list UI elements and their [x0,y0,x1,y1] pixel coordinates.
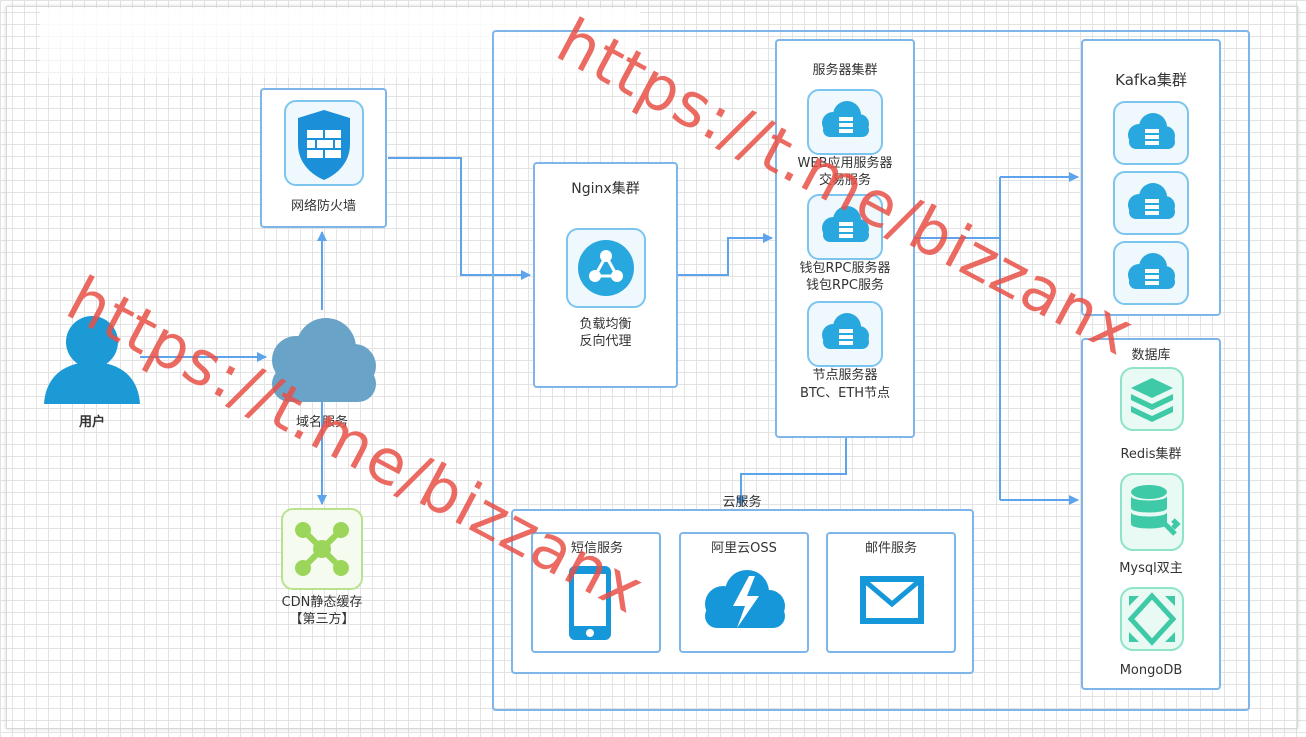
mysql-database-icon [1117,470,1187,554]
cdn-tile[interactable] [281,508,363,590]
cloud-server-icon [822,101,869,137]
cloud-server-icon [822,313,869,349]
load-balancer-icon [578,240,634,296]
oss-label: 阿里云OSS [711,541,777,556]
firewall-tile [284,100,364,186]
wallet-server-line2: 钱包RPC服务 [806,278,884,293]
web-server-line2: 交易服务 [818,173,871,188]
cdn-label-line1: CDN静态缓存 [281,595,363,610]
cloud-server-icon [1128,253,1175,289]
kafka-node-3 [1113,241,1189,305]
mongodb-label: MongoDB [1119,663,1183,678]
firewall-label: 网络防火墙 [290,199,356,214]
cloud-services-title: 云服务 [722,495,762,510]
sms-label: 短信服务 [570,541,623,556]
cdn-label-line2: 【第三方】 [289,612,355,627]
mobile-phone-icon [567,564,613,642]
database-title: 数据库 [1131,348,1171,363]
nginx-tile [566,228,646,308]
server-cluster[interactable]: 服务器集群 WEB应用服务器 交易服务 钱包RPC服务器 钱包RPC服务 节点服… [775,39,915,438]
wallet-server-tile [807,194,883,260]
web-server-tile [807,89,883,155]
node-server-line1: 节点服务器 [812,368,878,383]
arrow-servers-to-cloud [736,438,847,507]
node-server-line2: BTC、ETH节点 [799,386,891,401]
arrow-nginx-to-servers [678,233,773,276]
aliyun-oss-service[interactable]: 阿里云OSS [679,532,809,653]
mysql-label: Mysql双主 [1119,561,1183,576]
cloud-services-group[interactable]: 短信服务 阿里云OSS 邮件服务 [511,509,974,674]
firewall-node[interactable]: 网络防火墙 [260,88,387,228]
user-icon [42,310,142,404]
database-group[interactable]: 数据库 Redis集群 Mysql双主 [1081,338,1221,690]
envelope-icon [858,574,926,626]
mongodb-icon [1117,584,1187,654]
user-label: 用户 [78,415,105,430]
dns-cloud-icon[interactable] [262,310,382,406]
server-cluster-title: 服务器集群 [812,63,878,78]
email-label: 邮件服务 [864,541,917,556]
web-server-line1: WEB应用服务器 [797,156,893,171]
redis-label: Redis集群 [1120,447,1182,462]
kafka-cluster[interactable]: Kafka集群 [1081,39,1221,316]
email-service[interactable]: 邮件服务 [826,532,956,653]
nginx-title: Nginx集群 [571,181,640,197]
system-boundary [492,30,1250,711]
kafka-node-2 [1113,171,1189,235]
sms-service[interactable]: 短信服务 [531,532,661,653]
redis-stack-icon [1117,364,1187,434]
cloud-server-icon [1128,113,1175,149]
arrow-firewall-to-nginx [388,157,531,280]
nginx-label-line2: 反向代理 [579,334,632,349]
nginx-label-line1: 负载均衡 [579,317,632,332]
cloud-server-icon [822,206,869,242]
cloud-lightning-icon [697,566,791,632]
kafka-title: Kafka集群 [1115,71,1187,89]
node-server-tile [807,301,883,367]
faded-header-area [40,8,640,78]
kafka-node-1 [1113,101,1189,165]
cloud-server-icon [1128,183,1175,219]
nginx-cluster[interactable]: Nginx集群 负载均衡 反向代理 [533,162,678,388]
cdn-network-icon [295,522,349,576]
firewall-shield-icon [298,110,350,180]
dns-label: 域名服务 [295,415,348,430]
wallet-server-line1: 钱包RPC服务器 [799,261,891,276]
